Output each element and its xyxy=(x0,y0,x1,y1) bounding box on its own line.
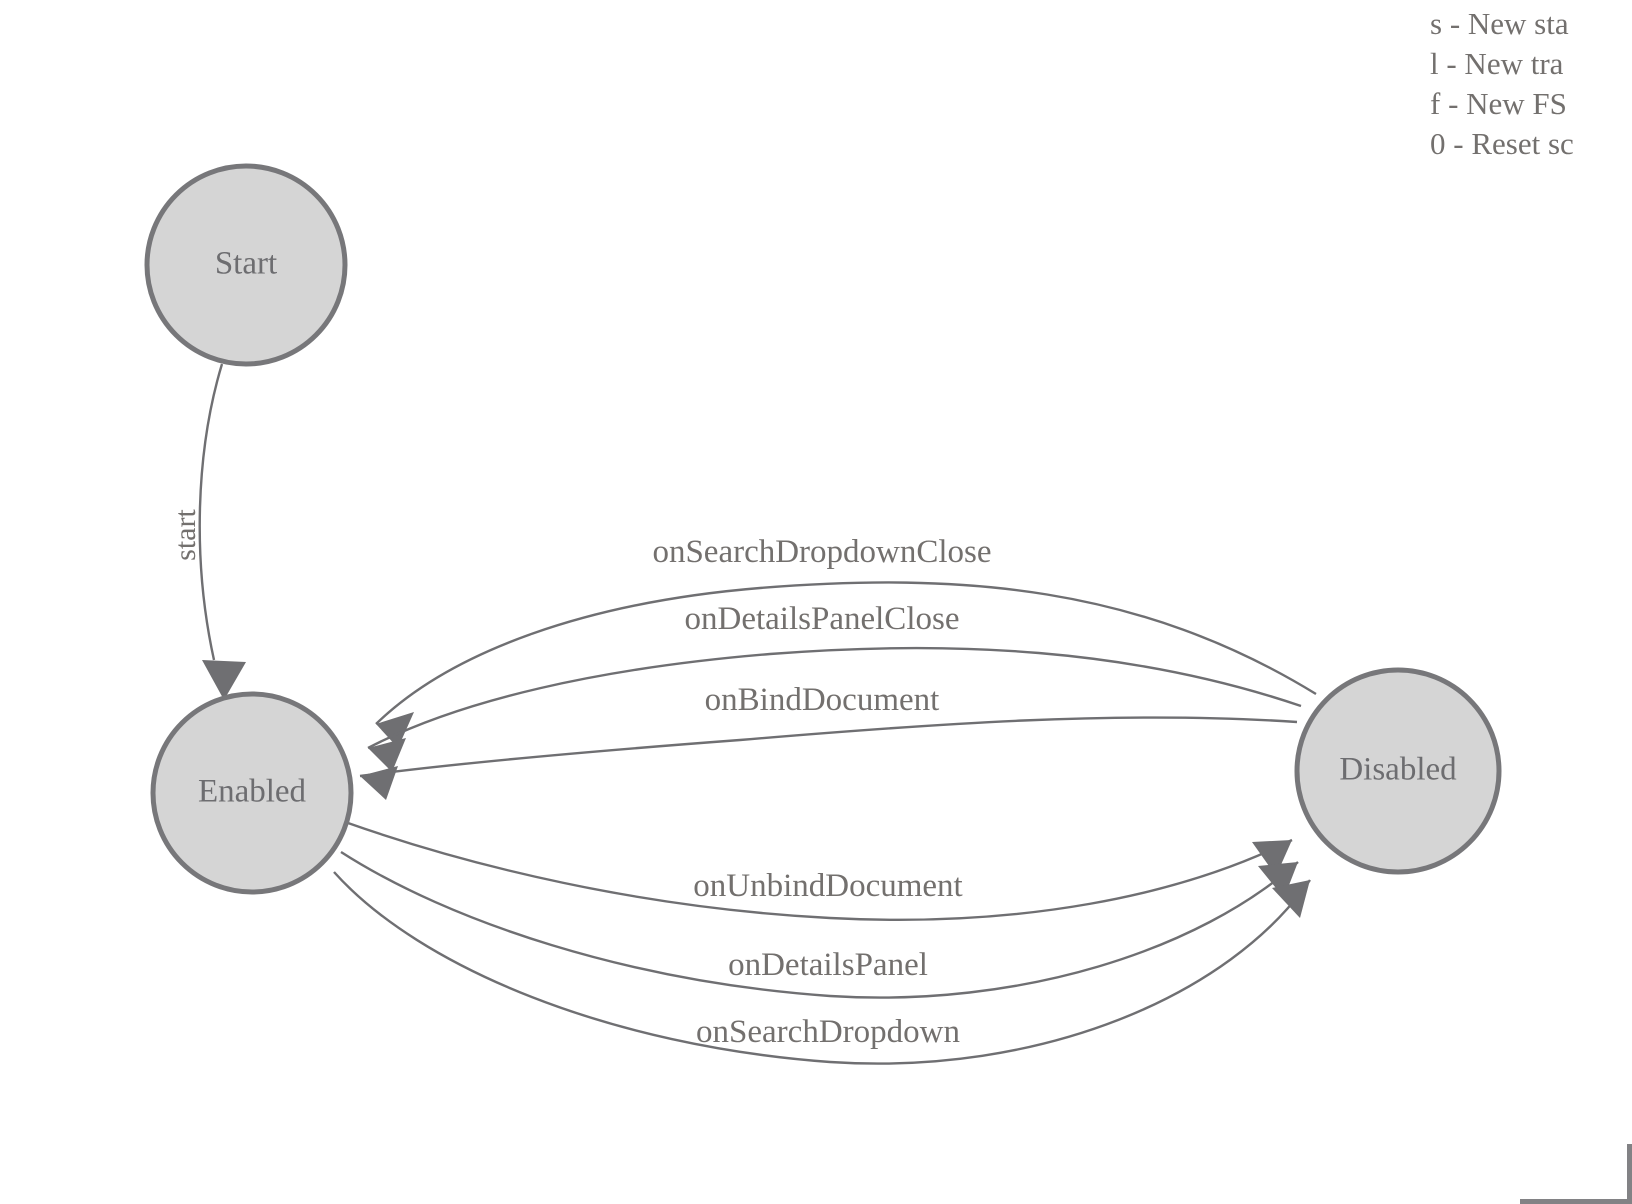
arrowhead xyxy=(1252,840,1292,876)
node-label: Enabled xyxy=(198,774,307,810)
arrowhead xyxy=(368,738,406,772)
transition-onSearchDropdownClose[interactable] xyxy=(375,581,1317,748)
edge-path xyxy=(367,646,1302,750)
edge-path xyxy=(375,581,1317,725)
transition-label-onDetailsPanel: onDetailsPanel xyxy=(728,947,928,983)
transition-onSearchDropdown[interactable] xyxy=(333,871,1311,1065)
arrowhead xyxy=(376,712,414,748)
transition-onDetailsPanel[interactable] xyxy=(340,850,1299,999)
arrowhead xyxy=(360,766,398,800)
transition-label-onUnbindDocument: onUnbindDocument xyxy=(693,868,962,904)
transition-label-start: start xyxy=(169,509,202,561)
transition-onBindDocument[interactable] xyxy=(359,716,1298,800)
transition-label-onSearchDropdownClose: onSearchDropdownClose xyxy=(652,534,991,570)
node-start[interactable]: Start xyxy=(144,163,348,367)
node-enabled[interactable]: Enabled xyxy=(150,691,354,895)
panel-corner-frame xyxy=(1520,1144,1632,1204)
node-circle xyxy=(150,691,354,895)
arrowhead xyxy=(202,660,246,700)
edge-path xyxy=(347,821,1293,921)
node-disabled[interactable]: Disabled xyxy=(1294,667,1502,875)
keyboard-shortcut-legend: s - New sta l - New tra f - New FS 0 - R… xyxy=(1430,0,1632,164)
arrowhead xyxy=(1258,862,1298,898)
edge-path xyxy=(359,716,1298,778)
transition-label-onDetailsPanelClose: onDetailsPanelClose xyxy=(685,601,960,637)
transition-onUnbindDocument[interactable] xyxy=(347,821,1293,921)
edge-path xyxy=(340,850,1299,999)
edge-path xyxy=(198,363,224,661)
node-label: Start xyxy=(215,246,277,282)
transition-start[interactable] xyxy=(198,363,246,700)
legend-line-new-state: s - New sta xyxy=(1430,6,1569,41)
arrowhead xyxy=(1272,880,1310,918)
transition-label-onSearchDropdown: onSearchDropdown xyxy=(696,1014,960,1050)
edge-path xyxy=(333,871,1311,1065)
transition-onDetailsPanelClose[interactable] xyxy=(367,646,1302,772)
node-circle xyxy=(144,163,348,367)
legend-line-new-fsm: f - New FS xyxy=(1430,86,1567,121)
legend-line-reset: 0 - Reset sc xyxy=(1430,126,1574,161)
legend-line-new-transition: l - New tra xyxy=(1430,46,1564,81)
node-circle xyxy=(1294,667,1502,875)
node-label: Disabled xyxy=(1339,752,1457,788)
transition-label-onBindDocument: onBindDocument xyxy=(705,682,940,718)
